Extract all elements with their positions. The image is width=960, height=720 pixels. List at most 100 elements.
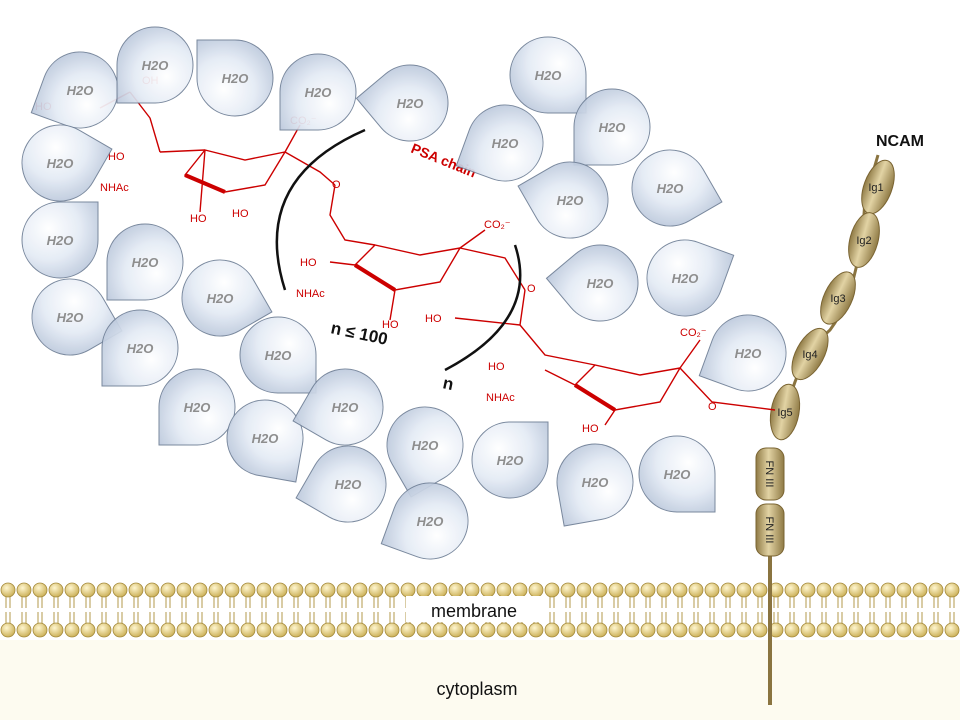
lipid-head [672,622,688,638]
repeat-subscript-label: n [441,373,455,394]
glycosidic-oxygen-label: O [708,401,717,413]
sugar-ring-3-bonds [454,289,776,426]
water-droplet-shape [386,406,464,498]
lipid-head [480,582,496,598]
lipid-head [384,622,400,638]
psa-chain-structure [99,91,776,426]
lipid-head [288,582,304,598]
lipid-head [256,582,272,598]
water-droplet-shape [355,64,449,142]
lipid-head [176,622,192,638]
water-molecule: H2O [292,368,384,446]
lipid-head [176,582,192,598]
lipid-head [512,582,528,598]
water-label: H2O [47,233,74,248]
water-droplet-shape [295,445,387,523]
lipid-head [720,582,736,598]
water-label: H2O [57,310,84,325]
lipid-head [624,582,640,598]
water-molecule: H2O [106,223,184,301]
lipid-head [576,582,592,598]
lipid-head [528,582,544,598]
sugar-ring-2-bold-edge [353,263,397,292]
lipid-head [736,582,752,598]
lipid-head [416,582,432,598]
lipid-head [256,622,272,638]
water-label: H2O [497,453,524,468]
water-label: H2O [492,136,519,151]
water-molecule: H2O [386,406,464,498]
water-droplet-shape [471,421,549,499]
lipid-head [784,582,800,598]
water-droplet-shape [698,314,787,392]
lipid-head [240,622,256,638]
water-molecule: H2O [471,421,549,499]
carboxylate-label: CO₂⁻ [680,327,707,339]
water-molecule: H2O [631,149,723,227]
lipid-head [16,622,32,638]
lipid-head [752,622,768,638]
lipid-head [368,622,384,638]
lipid-head [512,622,528,638]
water-label: H2O [657,181,684,196]
ncam-domain-fn3-1-label: FN III [763,461,775,488]
water-droplet-shape [292,368,384,446]
lipid-head [592,582,608,598]
lipid-head [560,582,576,598]
water-label: H2O [184,400,211,415]
lipid-head [608,622,624,638]
water-droplet-shape [631,149,723,227]
acetamido-label: NHAc [486,392,515,404]
lipid-head [160,582,176,598]
lipid-head [864,622,880,638]
water-label: H2O [207,291,234,306]
water-molecule: H2O [355,64,449,142]
lipid-head [496,622,512,638]
lipid-head [208,582,224,598]
water-droplet-shape [380,482,469,560]
hydroxyl-label: HO [232,208,249,220]
hydroxyl-label: HO [382,319,399,331]
lipid-head [896,622,912,638]
lipid-head [944,622,960,638]
lipid-head [112,582,128,598]
lipid-head [880,582,896,598]
water-droplet-shape [101,309,179,387]
water-label: H2O [735,346,762,361]
lipid-head [528,622,544,638]
lipid-head [704,622,720,638]
lipid-head [640,582,656,598]
lipid-head [0,582,16,598]
ncam-domain-ig3 [820,271,856,325]
water-droplet-shape [279,53,357,131]
lipid-head [656,622,672,638]
water-label: H2O [397,96,424,111]
water-label: H2O [332,400,359,415]
lipid-head [800,622,816,638]
lipid-head [128,582,144,598]
water-label: H2O [587,276,614,291]
lipid-head [656,582,672,598]
water-label: H2O [335,477,362,492]
lipid-head [144,582,160,598]
lipid-head [192,622,208,638]
cytoplasm-label: cytoplasm [436,679,517,699]
lipid-head [928,622,944,638]
water-molecule: H2O [295,445,387,523]
water-label: H2O [582,475,609,490]
ncam-domain-fn3-2-label: FN III [763,517,775,544]
lipid-head [736,622,752,638]
lipid-head [688,582,704,598]
water-label: H2O [222,71,249,86]
glycosidic-oxygen-label: O [527,283,536,295]
ncam-domain-fn3-2 [755,503,785,557]
ncam-fn-domains: FN III FN III [755,447,785,557]
sugar-ring-3 [573,364,682,411]
hydroxyl-label: HO [582,423,599,435]
water-droplet-shape [196,39,274,117]
lipid-head [448,622,464,638]
water-molecule: H2O [21,124,113,202]
lipid-head [480,622,496,638]
lipid-head [80,582,96,598]
